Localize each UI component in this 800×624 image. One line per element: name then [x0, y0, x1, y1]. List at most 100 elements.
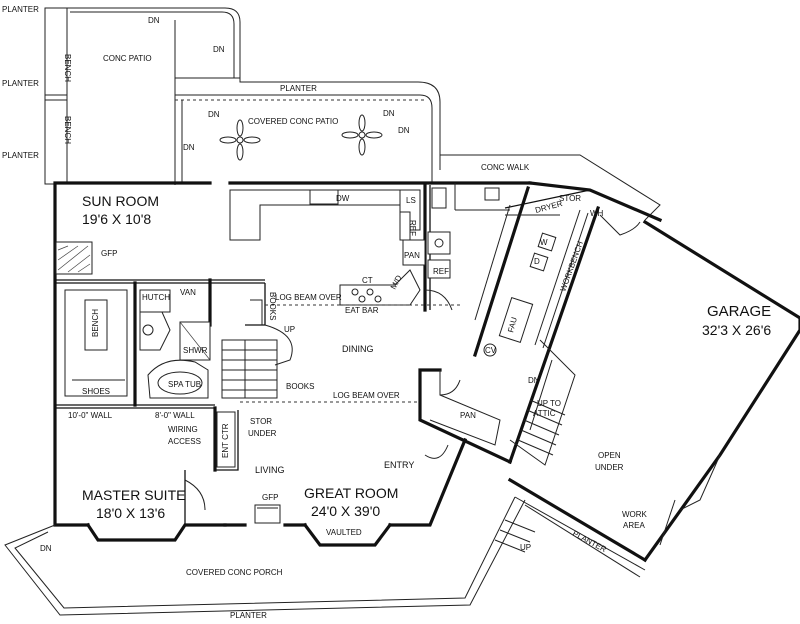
label-ls: LS: [406, 196, 416, 205]
label-books: BOOKS: [268, 292, 277, 320]
label-log-beam-over: LOG BEAM OVER: [333, 391, 400, 400]
label-dn: DN: [148, 16, 160, 25]
label-dn: DN: [213, 45, 225, 54]
label-eat-bar: EAT BAR: [345, 306, 379, 315]
conc-walk: [440, 154, 661, 221]
label-gfp: GFP: [262, 493, 278, 502]
label-up: UP: [284, 325, 295, 334]
gfp-great-room: [254, 504, 281, 524]
label-dn: DN: [183, 143, 195, 152]
label-entry: ENTRY: [384, 460, 414, 470]
log-beams: [240, 304, 460, 403]
garage-name: GARAGE: [707, 303, 771, 320]
label-under: UNDER: [248, 429, 277, 438]
eat-bar: [339, 269, 421, 306]
central-vacuum: [483, 343, 497, 357]
label-ref: REF: [433, 267, 449, 276]
label-wall-10: 10'-0" WALL: [68, 411, 113, 420]
label-d: D: [534, 257, 540, 266]
gfp-sun-room: [55, 241, 93, 275]
label-attic: ATTIC: [533, 409, 556, 418]
label-dw: DW: [336, 194, 350, 203]
entertainment-center: [216, 411, 236, 468]
great-room-vaulted: VAULTED: [326, 528, 362, 537]
label-fau: FAU: [506, 316, 519, 334]
label-shoes: SHOES: [82, 387, 110, 396]
label-w: W: [540, 238, 548, 247]
label-living: LIVING: [255, 465, 285, 475]
covered-porch: [4, 496, 646, 616]
label-stor: STOR: [250, 417, 272, 426]
label-ct: CT: [362, 276, 373, 285]
label-conc-walk: CONC WALK: [481, 163, 530, 172]
sun-room-size: 19'6 X 10'8: [82, 211, 151, 227]
label-planter: PLANTER: [571, 529, 608, 554]
label-cv: CV: [485, 346, 497, 355]
label-planter: PLANTER: [280, 84, 317, 93]
central-staircase: [221, 299, 293, 399]
label-conc-patio: CONC PATIO: [103, 54, 152, 63]
closet: [64, 289, 128, 397]
label-wiring: WIRING: [168, 425, 198, 434]
conc-patio: [67, 7, 241, 185]
laundry: [474, 204, 560, 321]
label-dn: DN: [528, 376, 540, 385]
label-van: VAN: [180, 288, 196, 297]
label-ref: REF: [408, 220, 417, 236]
label-spa-tub: SPA TUB: [168, 380, 201, 389]
master-suite-name: MASTER SUITE: [82, 487, 185, 503]
label-dn: DN: [398, 126, 410, 135]
label-work: WORK: [622, 510, 648, 519]
label-log-beam-over: LOG BEAM OVER: [275, 293, 342, 302]
label-planter: PLANTER: [230, 611, 267, 620]
label-dn: DN: [208, 110, 220, 119]
label-ent-ctr: ENT CTR: [221, 423, 230, 458]
garage-door: [659, 454, 721, 546]
powder-room: [431, 183, 510, 211]
furnace: [498, 296, 534, 344]
label-wall-8: 8'-0" WALL: [155, 411, 195, 420]
ceiling-fan: [219, 119, 261, 161]
label-pan: PAN: [404, 251, 420, 260]
label-dn: DN: [383, 109, 395, 118]
label-up-to: UP TO: [537, 399, 561, 408]
refrigerator: [427, 231, 451, 279]
label-covered-conc-porch: COVERED CONC PORCH: [186, 568, 283, 577]
label-gfp: GFP: [101, 249, 117, 258]
label-books: BOOKS: [286, 382, 314, 391]
label-planter: PLANTER: [2, 151, 39, 160]
master-suite-size: 18'0 X 13'6: [96, 505, 165, 521]
label-hutch: HUTCH: [142, 293, 170, 302]
sun-room-name: SUN ROOM: [82, 193, 159, 209]
label-pan: PAN: [460, 411, 476, 420]
label-planter: PLANTER: [2, 5, 39, 14]
label-bench: BENCH: [91, 309, 100, 337]
great-room-name: GREAT ROOM: [304, 485, 398, 501]
label-under: UNDER: [595, 463, 624, 472]
west-planter: [44, 7, 68, 185]
label-bench: BENCH: [63, 116, 72, 144]
label-stor: STOR: [559, 194, 581, 203]
label-covered-conc-patio: COVERED CONC PATIO: [248, 117, 338, 126]
great-room-size: 24'0 X 39'0: [311, 503, 380, 519]
label-access: ACCESS: [168, 437, 201, 446]
attic-stairs: [509, 339, 576, 466]
label-bench: BENCH: [63, 54, 72, 82]
label-wh: WH: [590, 209, 604, 218]
garage-size: 32'3 X 26'6: [702, 322, 771, 338]
interior-walls: [55, 183, 431, 525]
label-shwr: SHWR: [183, 346, 208, 355]
pantry: [429, 394, 501, 446]
label-open: OPEN: [598, 451, 621, 460]
label-md: M/D: [389, 274, 404, 291]
label-area: AREA: [623, 521, 645, 530]
label-dining: DINING: [342, 344, 374, 354]
master-bath: [139, 289, 211, 399]
exterior-walls: [53, 181, 800, 563]
covered-patio: [175, 77, 441, 182]
workbench: [534, 209, 589, 349]
kitchen-counter: [229, 189, 426, 266]
label-up: UP: [520, 543, 531, 552]
